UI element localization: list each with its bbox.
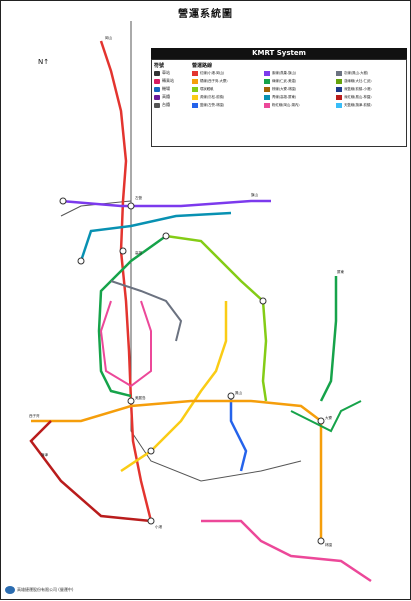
system-subtitle: KMRT System xyxy=(252,49,306,57)
station-dot xyxy=(317,537,325,545)
legend-line: 深藍線(前鎮-小港) xyxy=(336,86,372,92)
red-line xyxy=(99,40,153,522)
station-label: 岡山 xyxy=(105,35,112,40)
legend-line: 淺綠線(大社-仁武) xyxy=(336,78,372,84)
station-dot xyxy=(127,202,135,210)
station-label: 鳳山 xyxy=(235,390,242,395)
station-label: 高雄 xyxy=(135,250,142,255)
orange-line xyxy=(31,399,323,541)
station-label: 小港 xyxy=(155,524,162,529)
legend-line: 紫線(燕巢-旗山) xyxy=(264,70,296,76)
legend-line: 天藍線(旗津-前鎮) xyxy=(336,102,372,108)
legend-box: 符號 營運路線 車站 轉乘站 機場 高鐵 台鐵 紅線(小港-岡山) 橘線(西子灣… xyxy=(151,59,407,147)
footer-credit: 高雄捷運股份有限公司 (營運中) xyxy=(5,586,73,594)
legend-symbol: 機場 xyxy=(154,86,188,92)
railway-branch xyxy=(60,200,132,217)
crimson-line xyxy=(29,420,152,523)
station-label: 大寮 xyxy=(325,415,333,420)
company-logo-icon xyxy=(5,586,15,594)
legend-symbol: 高鐵 xyxy=(154,94,188,100)
green-line-west xyxy=(97,234,167,398)
legend-symbol: 台鐵 xyxy=(154,102,188,108)
station-dot xyxy=(227,392,235,400)
station-dot xyxy=(162,232,170,240)
legend-line: 深紅線(鳳山-林園) xyxy=(336,94,372,100)
legend-line: 粉紅線(岡山-湖內) xyxy=(264,102,300,108)
legend-lines-title: 營運路線 xyxy=(192,63,213,69)
legend-line: 綠線(仁武-美濃) xyxy=(264,78,296,84)
legend-line: 橘線(西子灣-大寮) xyxy=(192,78,228,84)
station-dot xyxy=(147,447,155,455)
station-dot xyxy=(147,517,155,525)
north-arrow-icon: N↑ xyxy=(38,58,50,66)
station-label: 屏東 xyxy=(337,269,345,274)
north-label: N xyxy=(38,58,44,66)
legend-symbols-title: 符號 xyxy=(154,63,165,69)
station-label: 美麗島 xyxy=(135,395,146,400)
pink-line xyxy=(201,519,372,583)
system-banner: KMRT System xyxy=(151,48,407,59)
station-dot xyxy=(119,247,127,255)
station-label: 西子灣 xyxy=(29,413,40,418)
purple-line xyxy=(60,199,271,208)
map-title: 營運系統圖 xyxy=(178,9,233,20)
station-dot xyxy=(127,397,135,405)
legend-line: 紅線(小港-岡山) xyxy=(192,70,224,76)
station-label: 旗山 xyxy=(251,192,259,197)
green-east-loop xyxy=(290,400,362,433)
station-label: 旗津 xyxy=(41,452,48,457)
legend-symbol: 車站 xyxy=(154,70,188,76)
teal-line xyxy=(79,211,232,262)
pink-loop xyxy=(99,300,152,388)
legend-line: 青線(高雄-屏東) xyxy=(264,94,296,100)
railway-line xyxy=(130,21,302,482)
station-dot xyxy=(77,257,85,265)
station-dot xyxy=(259,297,267,305)
legend-line: 棕線(大寮-林園) xyxy=(264,86,296,92)
legend-line: 灰線(鳳山-大樹) xyxy=(336,70,368,76)
legend-line: 環狀輕軌 xyxy=(192,86,214,92)
station-label: 左營 xyxy=(135,195,142,200)
blue-line xyxy=(229,396,248,472)
green-line xyxy=(165,234,268,402)
legend-line: 藍線(左營-林園) xyxy=(192,102,224,108)
station-dot xyxy=(59,197,67,205)
yellow-line xyxy=(120,301,228,473)
darkgreen-line xyxy=(319,276,338,402)
station-dot xyxy=(317,417,325,425)
station-label: 林園 xyxy=(325,542,333,547)
legend-symbol: 轉乘站 xyxy=(154,78,188,84)
gray-line xyxy=(110,280,183,342)
legend-line: 黃線(鳥松-前鎮) xyxy=(192,94,224,100)
